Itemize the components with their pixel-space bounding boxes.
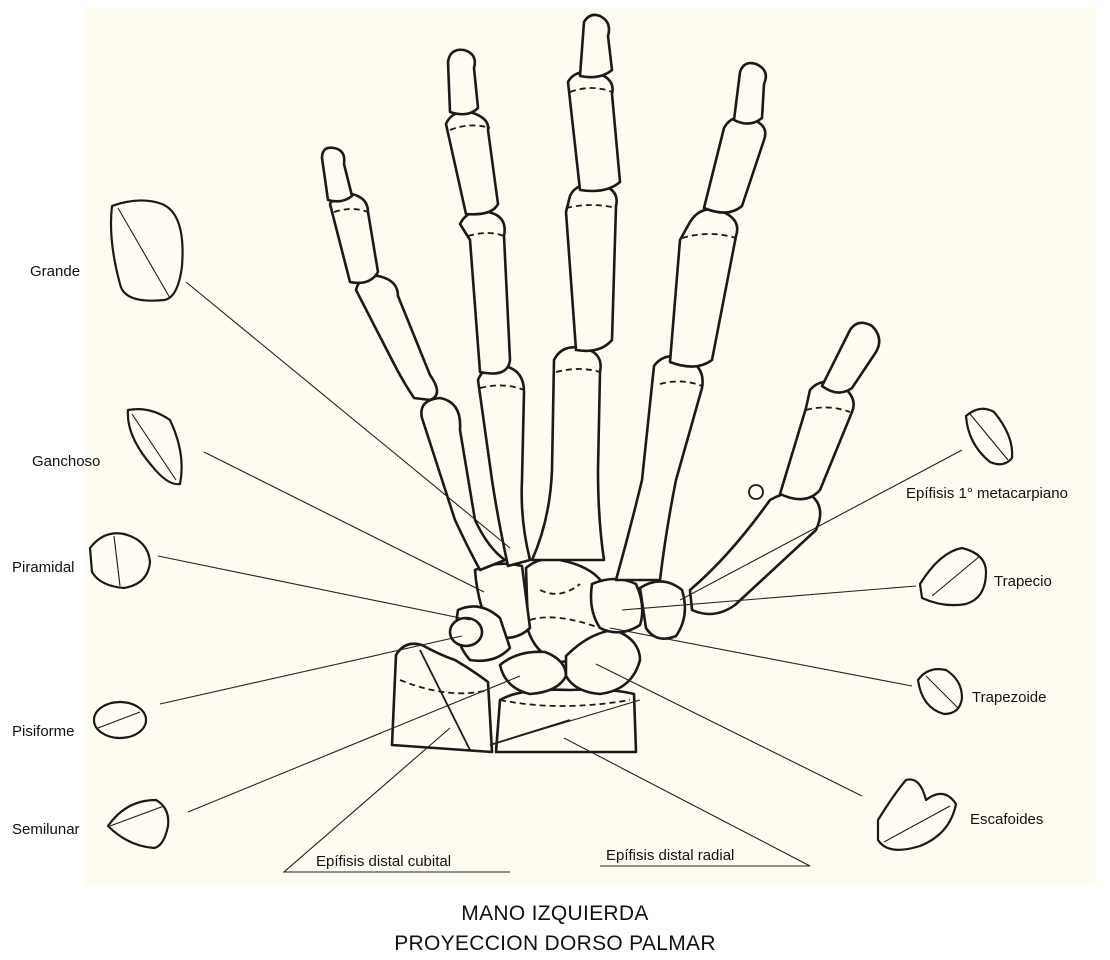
label-trapezoide: Trapezoide xyxy=(972,689,1047,706)
label-grande: Grande xyxy=(30,263,80,280)
label-trapecio: Trapecio xyxy=(994,573,1052,590)
trapezium-bone xyxy=(640,581,685,638)
label-ganchoso: Ganchoso xyxy=(32,453,100,470)
label-epifisis-1-metacarpiano: Epífisis 1° metacarpiano xyxy=(906,485,1068,502)
caption-line-2: PROYECCION DORSO PALMAR xyxy=(394,932,716,955)
isolated-piramidal xyxy=(90,533,150,588)
label-epifisis-distal-radial: Epífisis distal radial xyxy=(606,847,734,864)
distal-phalanx-2 xyxy=(734,63,766,124)
pisiform-bone xyxy=(450,618,482,646)
proximal-phalanx-3 xyxy=(566,184,617,351)
label-epifisis-distal-cubital: Epífisis distal cubital xyxy=(316,853,451,870)
trapezoid-bone xyxy=(591,579,642,632)
caption: MANO IZQUIERDA PROYECCION DORSO PALMAR xyxy=(394,902,716,955)
label-escafoides: Escafoides xyxy=(970,811,1043,828)
label-piramidal: Piramidal xyxy=(12,559,75,576)
distal-phalanx-3 xyxy=(580,15,612,77)
label-pisiforme: Pisiforme xyxy=(12,723,75,740)
distal-phalanx-4 xyxy=(448,50,478,115)
label-semilunar: Semilunar xyxy=(12,821,80,838)
caption-line-1: MANO IZQUIERDA xyxy=(461,902,648,925)
